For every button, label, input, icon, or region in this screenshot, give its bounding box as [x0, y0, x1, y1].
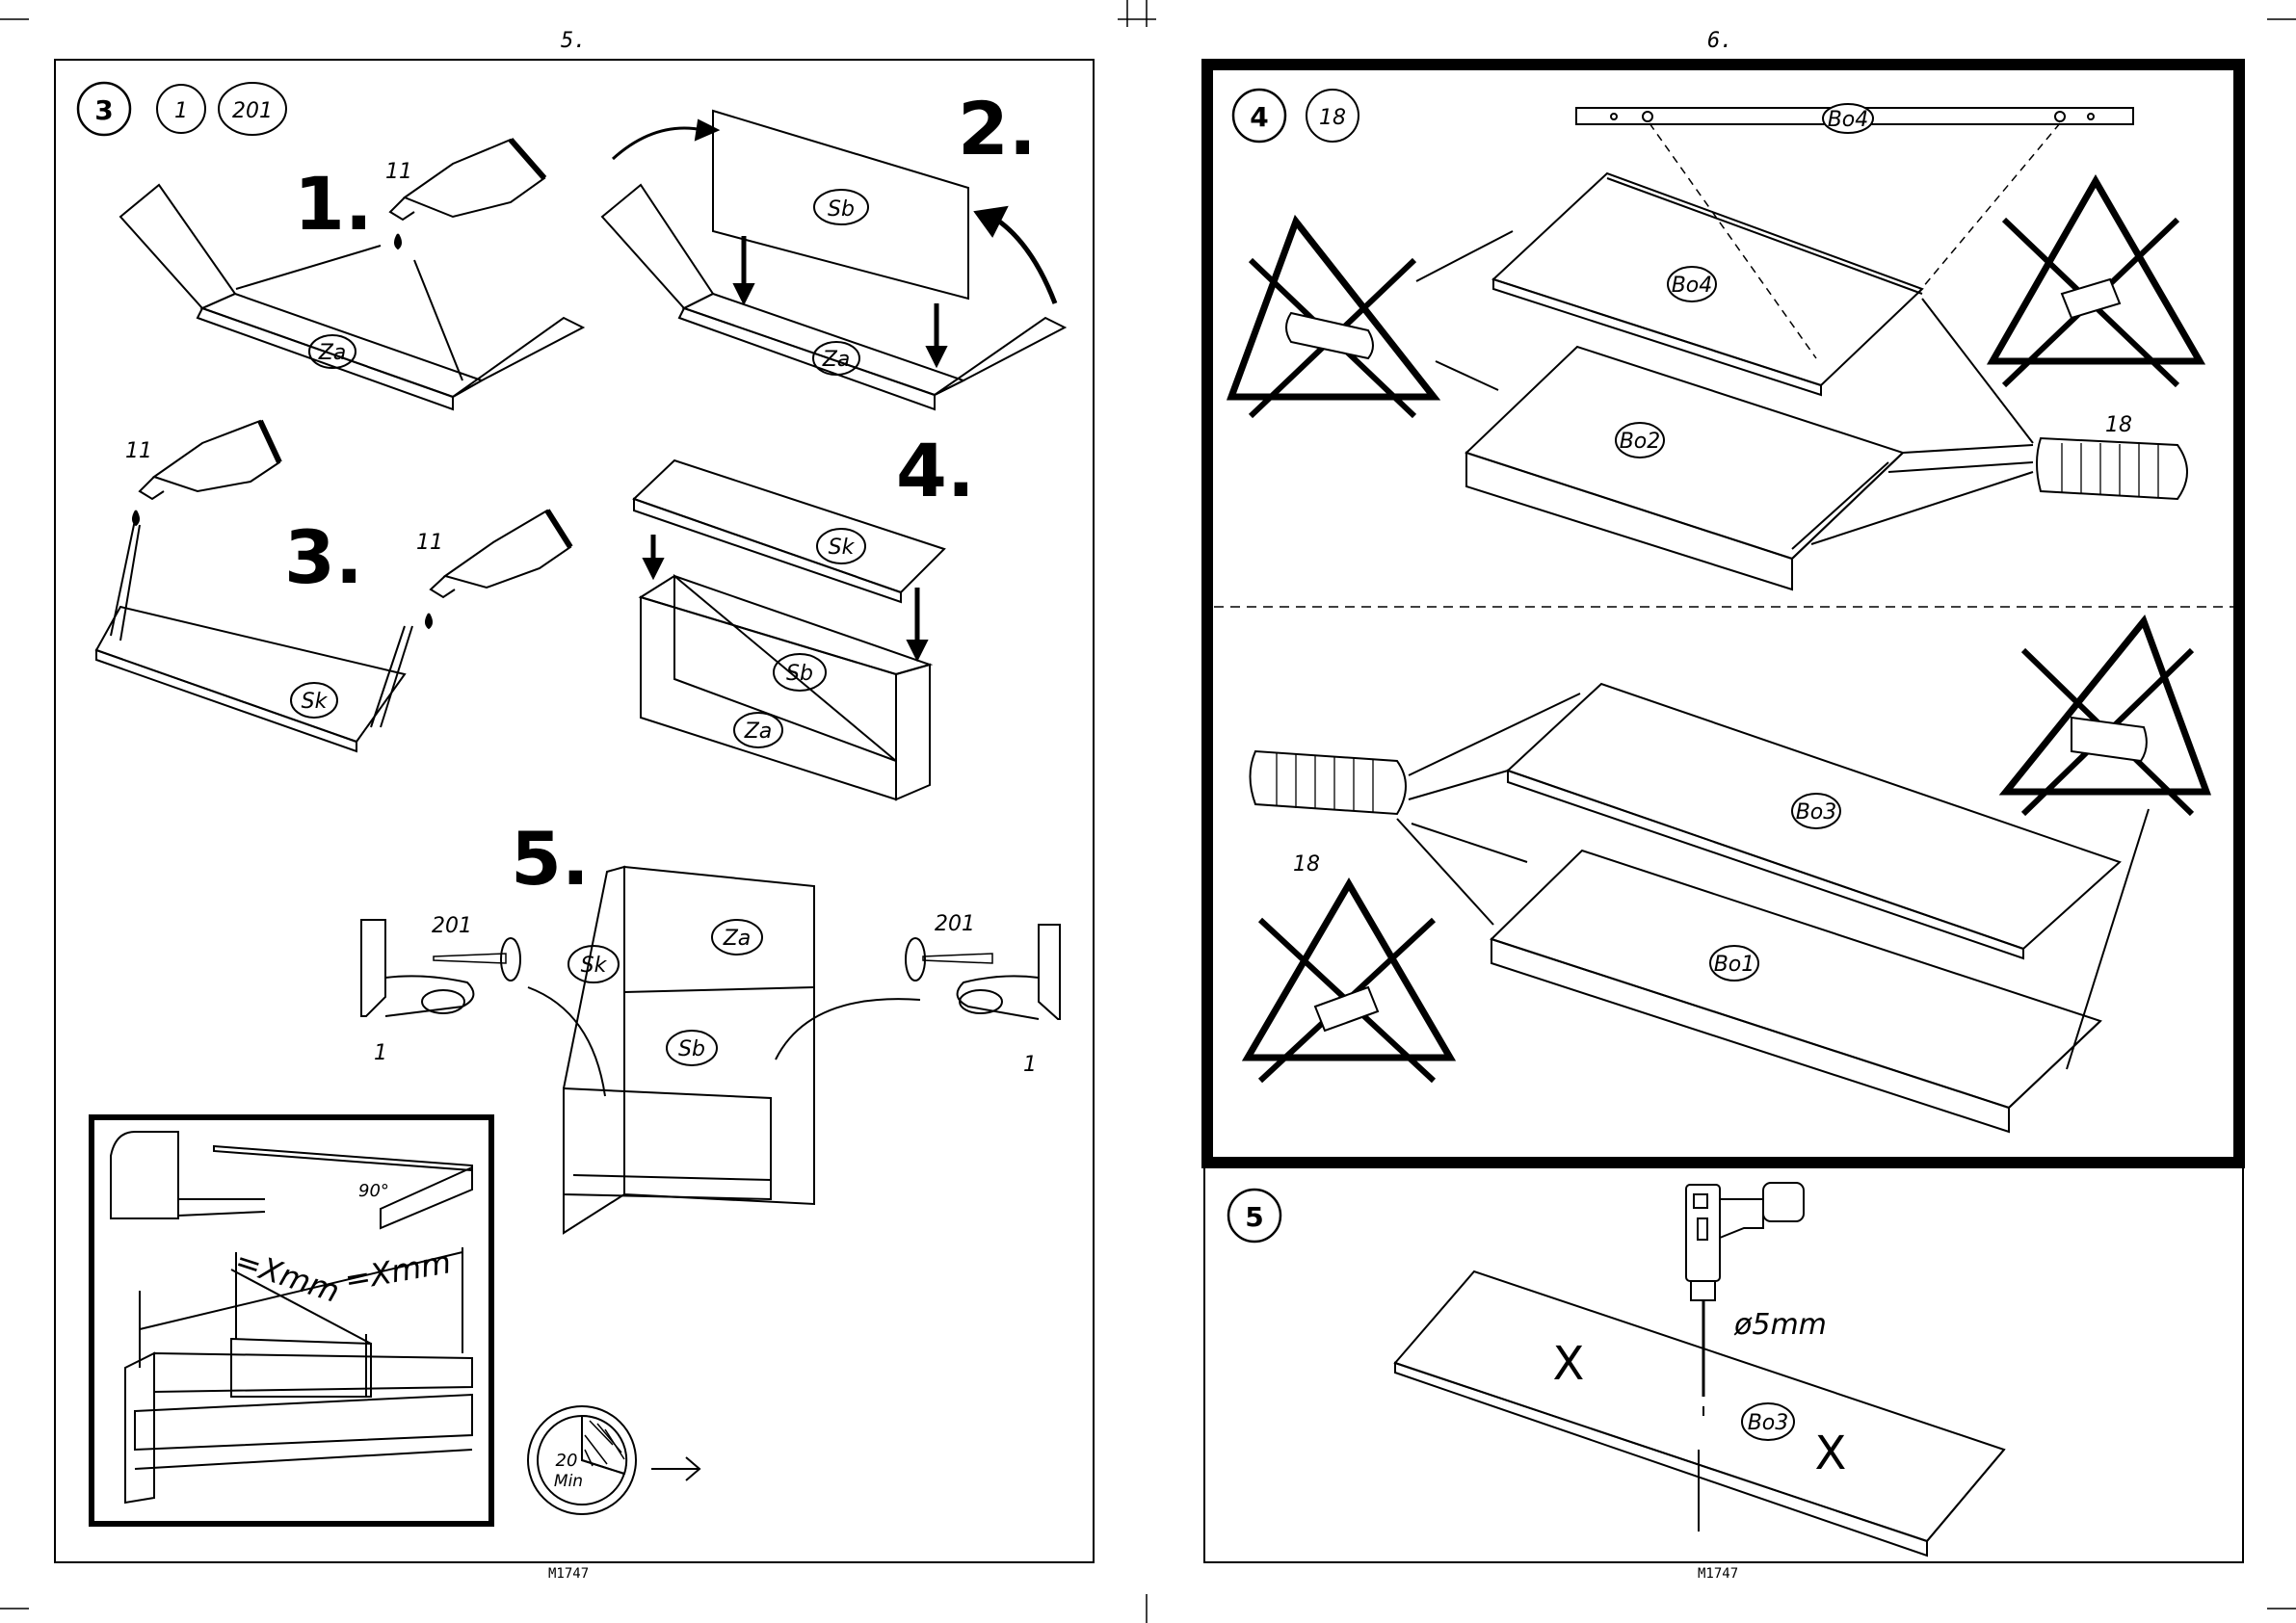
- substep-5-screw-ref-left: 201: [432, 914, 472, 938]
- panel-bo4-label: Bo4: [1672, 274, 1713, 298]
- substep-1-panel-za: Za: [318, 341, 347, 365]
- substep-2-drawing: 2. Sb Za: [602, 86, 1065, 409]
- timer-icon: 20 Min: [528, 1406, 699, 1514]
- upper-assembly-drawing: Bo4 Bo2 18: [1231, 173, 2200, 589]
- substep-4-panel-sk: Sk: [829, 536, 856, 560]
- left-page-frame: [55, 60, 1094, 1562]
- substep-3-panel-sk: Sk: [302, 690, 329, 714]
- substep-4-panel-sb: Sb: [786, 662, 813, 686]
- squareness-inset: 90° =Xmm =Xmm: [92, 1117, 491, 1524]
- substep-1-drawing: 1. Za 11: [120, 140, 583, 409]
- step4-header: 4 18: [1233, 90, 1359, 142]
- substep-5-bracket-ref-right: 1: [1023, 1053, 1037, 1077]
- substep-3-glue-ref-left: 11: [125, 439, 152, 463]
- step5-drawing: 5 Bo3 X X ø5mm: [1228, 1183, 2004, 1556]
- substep-5-panel-za: Za: [723, 927, 752, 951]
- lower-dowel-ref: 18: [1293, 852, 1320, 877]
- step5-mark-left: X: [1553, 1337, 1585, 1391]
- lower-assembly-drawing: Bo3 Bo1 18: [1248, 621, 2206, 1132]
- substep-2-panel-za: Za: [822, 348, 851, 372]
- step3-badge-number: 3: [94, 94, 113, 126]
- substep-2-panel-sb: Sb: [828, 197, 855, 222]
- substep-5-panel-sb: Sb: [678, 1037, 705, 1061]
- step5-drill-size: ø5mm: [1733, 1308, 1827, 1342]
- inset-diagonal-2: =Xmm: [342, 1243, 454, 1298]
- substep-5-panel-sk: Sk: [581, 954, 608, 978]
- step3-header: 3 1 201: [78, 83, 286, 135]
- substep-1-label: 1.: [294, 161, 373, 247]
- part-ref-201: 201: [232, 99, 273, 123]
- bo4-rail-drawing: Bo4: [1576, 104, 2133, 358]
- timer-unit: Min: [554, 1472, 583, 1491]
- timer-value: 20: [556, 1451, 578, 1471]
- rail-bo4-label: Bo4: [1828, 108, 1869, 132]
- substep-5-label: 5.: [511, 816, 590, 902]
- substep-3-drawing: 3. Sk 11 11: [96, 421, 570, 751]
- inset-angle-label: 90°: [358, 1181, 389, 1201]
- panel-bo3-label: Bo3: [1796, 800, 1837, 825]
- panel-bo2-label: Bo2: [1620, 430, 1661, 454]
- substep-4-drawing: 4. Sk Sb Za: [634, 428, 975, 799]
- upper-dowel-ref: 18: [2105, 413, 2132, 437]
- substep-4-label: 4.: [896, 428, 975, 513]
- part-ref-1: 1: [174, 99, 188, 123]
- panel-bo1-label: Bo1: [1714, 953, 1755, 977]
- substep-5-screw-ref-right: 201: [935, 912, 975, 936]
- step5-mark-right: X: [1815, 1427, 1847, 1480]
- substep-4-panel-za: Za: [744, 720, 773, 744]
- substep-3-glue-ref-right: 11: [416, 531, 443, 555]
- step5-panel-label: Bo3: [1748, 1411, 1789, 1435]
- substep-1-glue-ref: 11: [385, 160, 412, 184]
- substep-5-bracket-ref-left: 1: [374, 1041, 387, 1065]
- substep-2-label: 2.: [958, 86, 1037, 171]
- step4-badge-number: 4: [1250, 101, 1268, 133]
- step5-badge-number: 5: [1245, 1201, 1263, 1233]
- substep-3-label: 3.: [284, 514, 363, 600]
- step4-part-ref: 18: [1319, 106, 1346, 130]
